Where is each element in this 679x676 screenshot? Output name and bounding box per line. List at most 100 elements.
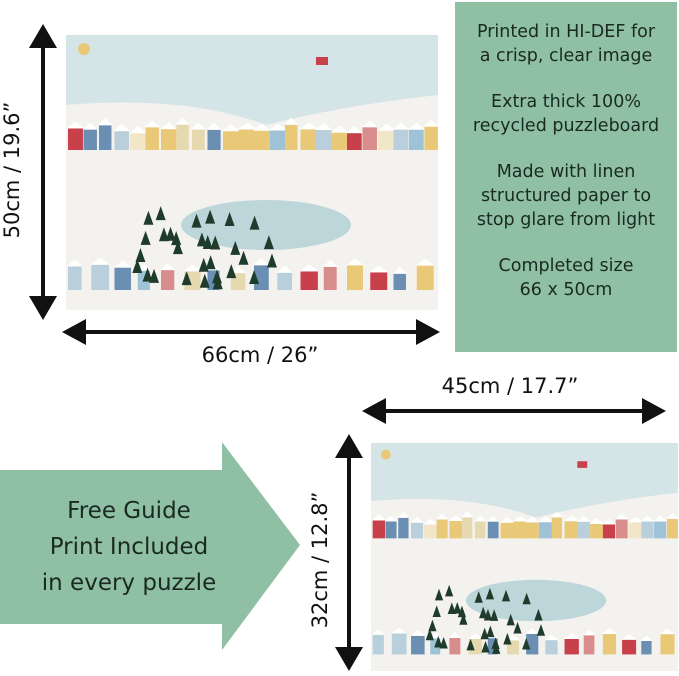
house [545,640,558,655]
tree-icon [226,264,237,279]
house-roof [315,122,333,130]
tree-icon [513,621,522,634]
house-roof [361,120,378,128]
house-roof [525,516,540,523]
house-roof [299,264,319,272]
tree-icon [191,213,202,228]
guide-callout: Free Guide Print Included in every puzzl… [0,493,258,601]
house-roof [512,515,529,522]
house [378,130,396,150]
house-roof [160,122,178,130]
tree-icon [143,210,154,225]
house [323,266,337,290]
house-roof [237,122,258,130]
tree-icon [485,587,495,600]
feature-line: structured paper to [480,186,652,206]
house-roof [206,122,222,130]
house-roof [461,511,474,518]
house [449,521,463,539]
house-roof [322,259,338,267]
tree-icon [135,248,146,263]
house-roof [113,124,130,132]
large-puzzle-image [66,35,438,310]
house-roof [422,518,438,525]
house-roof [67,121,84,129]
house-roof [346,258,364,266]
house [114,267,131,290]
house [68,266,82,290]
house [68,128,83,150]
feature-line: Extra thick 100% [491,92,641,112]
tree-icon [503,632,512,645]
house-roof [268,123,288,131]
house [474,521,486,539]
house [583,635,595,655]
tree-icon [492,642,501,654]
tree-icon [434,588,444,601]
guide-line: Print Included [49,534,209,560]
house-roof [614,513,629,520]
tree-icon [263,235,274,250]
feature-hidef: Printed in HI-DEF for a crisp, clear imag… [455,20,677,68]
guide-line: Free Guide [67,498,191,524]
house [513,521,529,539]
house [145,127,159,150]
tree-icon [165,226,176,241]
house-roof [144,120,160,128]
house-roof [448,632,462,638]
house-roof [371,628,385,635]
house-roof [392,266,407,274]
tree-icon [491,637,500,649]
house-roof [659,628,676,635]
house-roof [67,259,83,267]
feature-line: a crisp, clear image [479,46,653,66]
house-roof [602,628,617,634]
small-width-label: 45cm / 17.7” [441,374,579,398]
house [83,129,97,150]
tree-icon [432,605,441,618]
house-roof [299,122,319,130]
house [462,517,473,539]
house-roof [191,122,206,130]
house [161,129,177,150]
house-roof [486,515,500,522]
tree-icon [534,608,543,621]
house [91,264,110,290]
house [300,271,318,290]
house [660,634,675,655]
house-roof [369,265,389,273]
house [238,129,257,150]
sleigh-icon [316,57,328,65]
tree-icon [249,270,260,285]
house-roof [640,635,653,641]
house [654,521,667,539]
tree-icon [434,635,443,648]
house [538,522,553,539]
tree-icon [459,613,468,625]
frozen-lake [465,579,607,622]
house [254,130,270,150]
house-roof [113,260,132,268]
guide-line: in every puzzle [41,570,217,596]
tree-icon [212,275,223,290]
house-roof [550,511,563,518]
house [423,524,437,539]
tree-icon [199,273,210,288]
house-roof [98,118,113,126]
house [526,522,539,539]
house [641,640,652,655]
tree-icon [536,624,546,636]
house [602,524,616,539]
house [331,132,348,150]
house-roof [229,266,247,274]
house [385,521,397,539]
house [176,124,189,150]
feature-line: Printed in HI-DEF for [476,22,656,42]
tree-icon [425,628,434,641]
moon-icon [380,449,391,460]
features-panel: Printed in HI-DEF for a crisp, clear imag… [455,2,677,352]
house-roof [582,629,596,636]
feature-line: stop glare from light [476,210,656,230]
house-roof [621,633,637,640]
